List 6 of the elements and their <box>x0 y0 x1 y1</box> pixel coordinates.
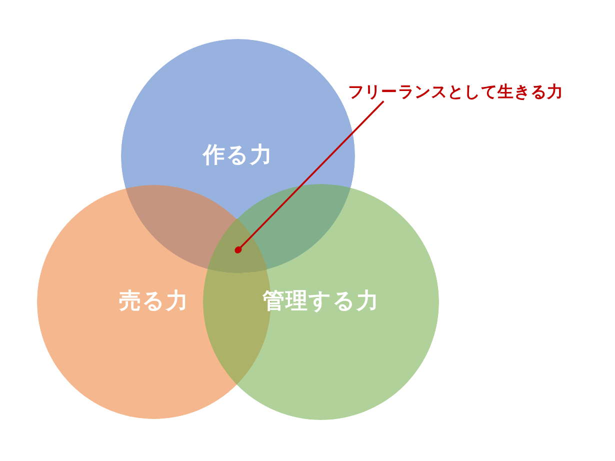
overlap-region <box>208 219 266 273</box>
circle-label: 売る力 <box>119 288 189 316</box>
circle-label: 作る力 <box>203 142 273 170</box>
leader-line <box>234 100 384 254</box>
callout-text: フリーランスとして生きる力 <box>348 82 564 102</box>
circle-label: 管理する力 <box>262 288 380 316</box>
